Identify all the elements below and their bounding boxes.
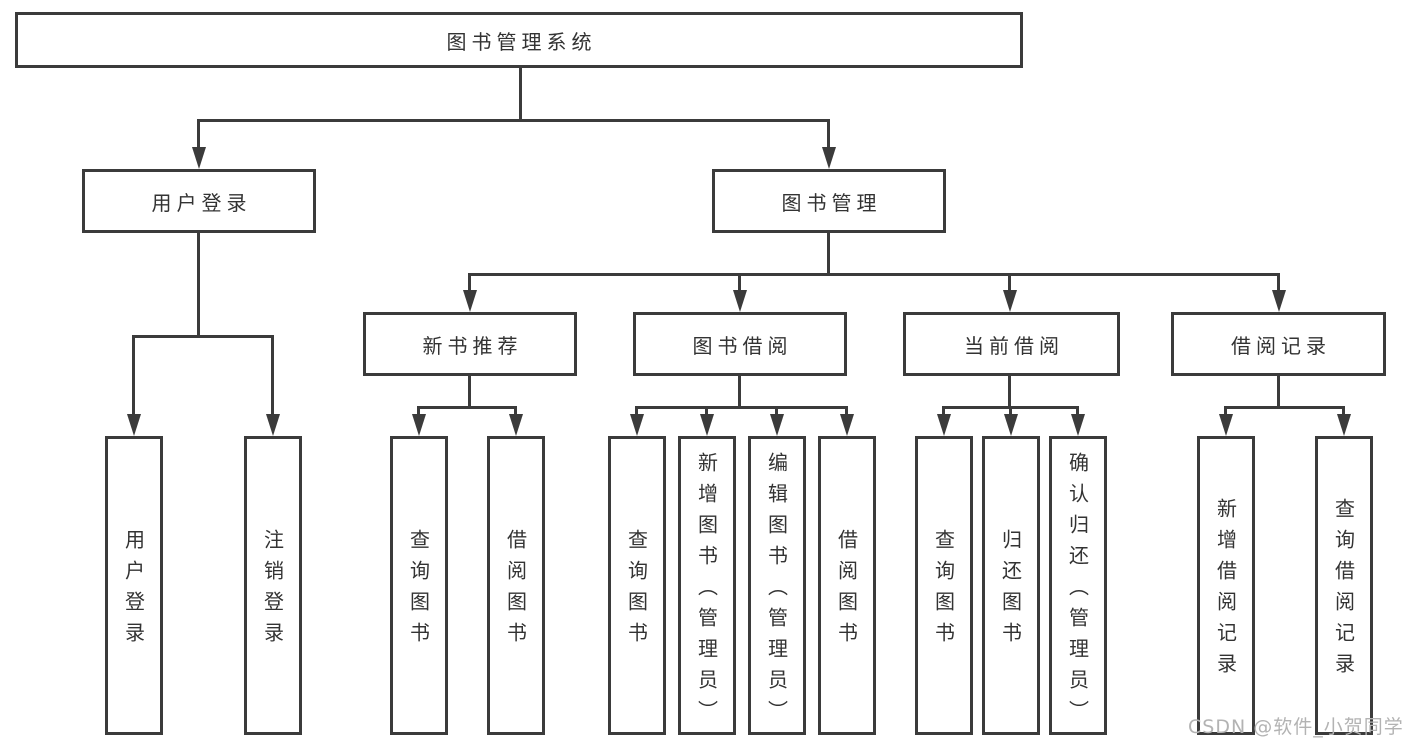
leaf-borrow-books-1: 借阅图书: [487, 436, 545, 735]
arrow-down-icon: [509, 414, 523, 436]
arrow-down-icon: [1219, 414, 1233, 436]
arrow-down-icon: [1004, 414, 1018, 436]
connector-line: [738, 376, 741, 406]
arrow-down-icon: [127, 414, 141, 436]
leaf-user-login: 用户登录: [105, 436, 163, 735]
connector-line: [1342, 406, 1345, 418]
connector-line: [197, 119, 830, 122]
leaf-add-borrow-record-label: 新增借阅记录: [1213, 498, 1238, 684]
connector-line: [1008, 376, 1011, 406]
connector-line: [1008, 273, 1011, 292]
leaf-return-book-label: 归还图书: [998, 529, 1023, 653]
leaf-query-books-2: 查询图书: [608, 436, 666, 735]
node-root-label: 图书管理系统: [446, 29, 597, 54]
connector-line: [827, 233, 830, 273]
leaf-edit-book-admin-label: 编辑图书（管理员）: [764, 451, 789, 731]
connector-line: [705, 406, 708, 418]
csdn-watermark: CSDN @软件_小贺同学: [1188, 716, 1404, 738]
leaf-logout-label: 注销登录: [260, 529, 285, 653]
node-book-management: 图书管理: [712, 169, 946, 233]
connector-line: [1277, 376, 1280, 406]
connector-line: [1076, 406, 1079, 418]
node-borrow-records-label: 借阅记录: [1231, 333, 1331, 358]
connector-line: [197, 119, 200, 149]
leaf-user-login-label: 用户登录: [121, 529, 146, 653]
leaf-query-borrow-record-label: 查询借阅记录: [1331, 498, 1356, 684]
connector-line: [271, 335, 274, 418]
arrow-down-icon: [266, 414, 280, 436]
arrow-down-icon: [1272, 290, 1286, 312]
arrow-down-icon: [822, 147, 836, 169]
arrow-down-icon: [1003, 290, 1017, 312]
arrow-down-icon: [1337, 414, 1351, 436]
connector-line: [1224, 406, 1227, 418]
leaf-query-books-3: 查询图书: [915, 436, 973, 735]
leaf-add-borrow-record: 新增借阅记录: [1197, 436, 1255, 735]
connector-line: [775, 406, 778, 418]
connector-line: [132, 335, 135, 418]
connector-line: [635, 406, 848, 409]
leaf-query-books-1-label: 查询图书: [406, 529, 431, 653]
connector-line: [132, 335, 274, 338]
connector-line: [468, 376, 471, 406]
leaf-query-borrow-record: 查询借阅记录: [1315, 436, 1373, 735]
arrow-down-icon: [937, 414, 951, 436]
node-book-management-label: 图书管理: [781, 190, 882, 215]
arrow-down-icon: [700, 414, 714, 436]
connector-line: [635, 406, 638, 418]
leaf-query-books-3-label: 查询图书: [931, 529, 956, 653]
leaf-confirm-return-admin: 确认归还（管理员）: [1049, 436, 1107, 735]
leaf-logout: 注销登录: [244, 436, 302, 735]
node-book-borrow-label: 图书借阅: [692, 333, 793, 358]
node-user-login: 用户登录: [82, 169, 316, 233]
arrow-down-icon: [192, 147, 206, 169]
connector-line: [1009, 406, 1012, 418]
arrow-down-icon: [770, 414, 784, 436]
connector-line: [514, 406, 517, 418]
leaf-confirm-return-admin-label: 确认归还（管理员）: [1065, 451, 1090, 731]
node-root: 图书管理系统: [15, 12, 1023, 68]
node-current-borrow-label: 当前借阅: [964, 333, 1064, 358]
connector-line: [197, 233, 200, 335]
node-new-book-recommend-label: 新书推荐: [422, 333, 523, 358]
arrow-down-icon: [733, 290, 747, 312]
leaf-return-book: 归还图书: [982, 436, 1040, 735]
connector-line: [417, 406, 420, 418]
leaf-borrow-books-2-label: 借阅图书: [834, 529, 859, 653]
connector-line: [519, 67, 522, 119]
connector-line: [1277, 273, 1280, 292]
arrow-down-icon: [412, 414, 426, 436]
node-current-borrow: 当前借阅: [903, 312, 1120, 376]
arrow-down-icon: [630, 414, 644, 436]
connector-line: [468, 273, 471, 292]
leaf-add-book-admin: 新增图书（管理员）: [678, 436, 736, 735]
connector-line: [738, 273, 741, 292]
node-user-login-label: 用户登录: [151, 190, 252, 215]
leaf-add-book-admin-label: 新增图书（管理员）: [694, 451, 719, 731]
leaf-edit-book-admin: 编辑图书（管理员）: [748, 436, 806, 735]
node-book-borrow: 图书借阅: [633, 312, 847, 376]
leaf-query-books-1: 查询图书: [390, 436, 448, 735]
node-borrow-records: 借阅记录: [1171, 312, 1386, 376]
leaf-borrow-books-1-label: 借阅图书: [503, 529, 528, 653]
node-new-book-recommend: 新书推荐: [363, 312, 577, 376]
connector-line: [468, 273, 1280, 276]
connector-line: [1224, 406, 1345, 409]
leaf-borrow-books-2: 借阅图书: [818, 436, 876, 735]
connector-line: [417, 406, 517, 409]
connector-line: [845, 406, 848, 418]
connector-line: [827, 119, 830, 149]
arrow-down-icon: [1071, 414, 1085, 436]
leaf-query-books-2-label: 查询图书: [624, 529, 649, 653]
arrow-down-icon: [840, 414, 854, 436]
arrow-down-icon: [463, 290, 477, 312]
connector-line: [942, 406, 945, 418]
